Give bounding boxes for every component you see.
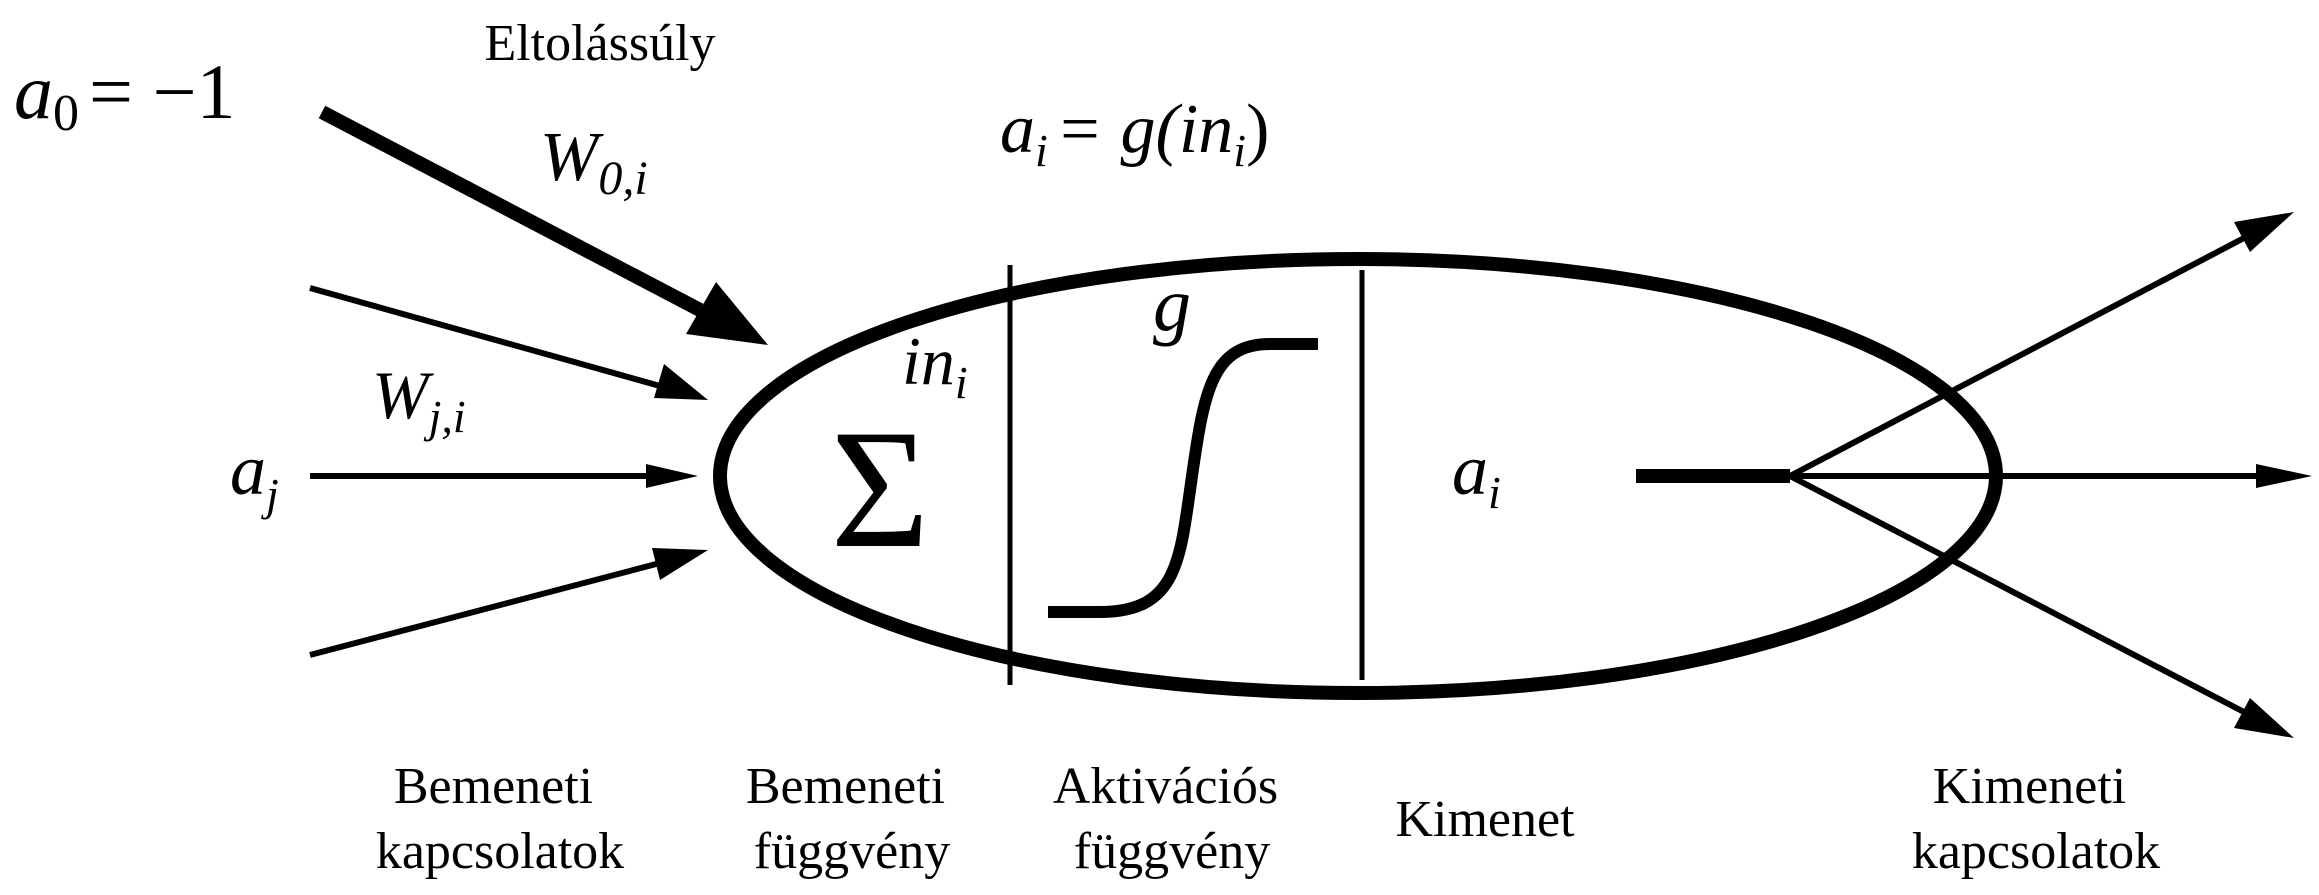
caption-activation-function: Aktivációs függvény [1053, 758, 1291, 880]
input-arrow-lower [309, 560, 661, 658]
activation-function-symbol: g [1153, 263, 1191, 347]
input-activation-label: aj [230, 430, 279, 520]
sigmoid-curve-icon [1048, 338, 1318, 618]
caption-input-function: Bemeneti függvény [746, 758, 958, 880]
input-weight-label: Wj,i [372, 357, 466, 442]
caption-input-links: Bemeneti kapcsolatok [376, 758, 624, 880]
activation-equation: ai= g(ini) [1000, 91, 1269, 176]
output-arrow-middle-head [2256, 464, 2312, 488]
bias-input-label: a0= −1 [14, 48, 235, 142]
input-arrow-upper-head [654, 364, 708, 400]
caption-output: Kimenet [1395, 791, 1575, 848]
sum-symbol: Σ [831, 395, 930, 583]
bias-title: Eltolássúly [484, 15, 715, 72]
output-activation-label: ai [1452, 430, 1501, 518]
output-arrow-upper [1788, 235, 2246, 479]
bias-weight-label: W0,i [540, 119, 648, 205]
input-arrow-upper [309, 285, 661, 389]
bias-input-arrow-head [686, 282, 768, 345]
output-arrow-lower [1788, 473, 2246, 715]
caption-output-links: Kimeneti kapcsolatok [1912, 758, 2160, 880]
output-arrow-upper-head [2234, 212, 2294, 252]
input-arrow-lower-head [652, 548, 708, 580]
output-arrow-lower-head [2234, 698, 2294, 738]
net-input-label: ini [902, 323, 968, 408]
bias-input-arrow-shaft [318, 105, 704, 317]
input-arrow-middle-head [646, 464, 698, 488]
